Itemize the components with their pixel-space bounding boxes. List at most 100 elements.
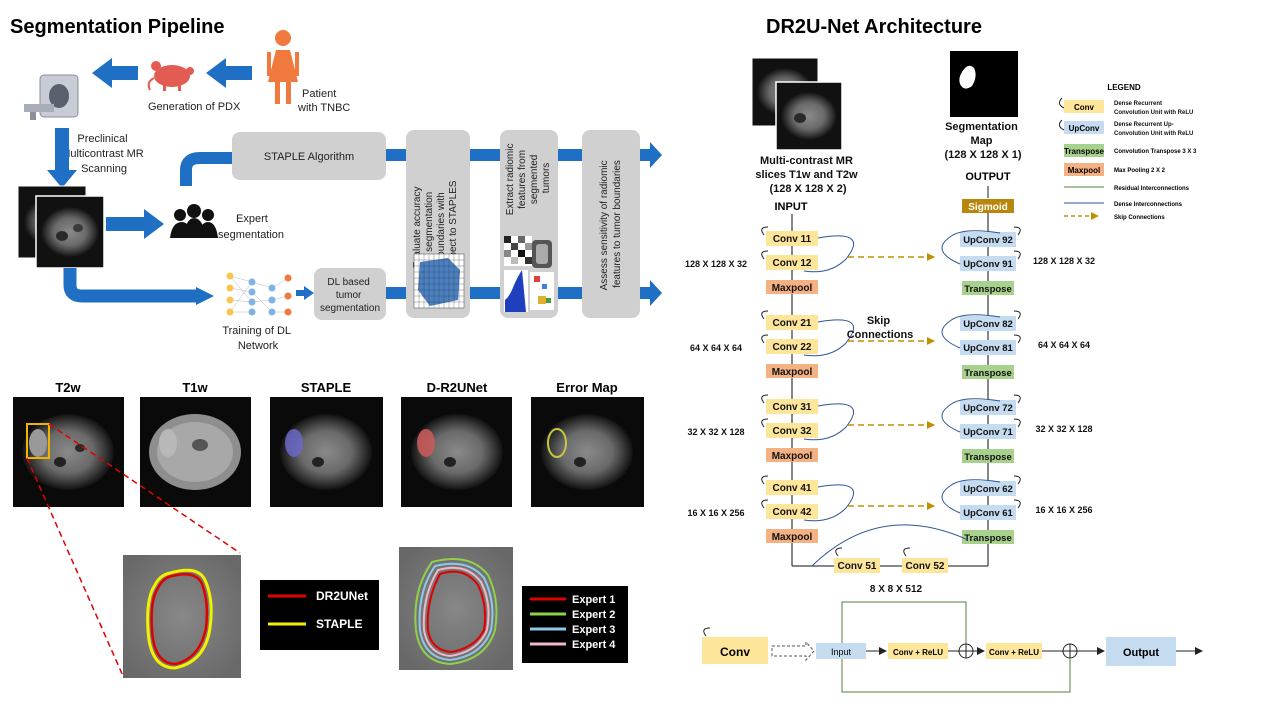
svg-text:Residual Interconnections: Residual Interconnections [1114, 186, 1190, 192]
dr2unet-image [401, 397, 512, 507]
error-map-image [531, 397, 644, 507]
neural-network-icon [226, 272, 292, 316]
sigmoid-label: Sigmoid [968, 202, 1007, 213]
segmentation-map-image [950, 51, 1018, 117]
svg-text:Expert 1: Expert 1 [572, 594, 615, 606]
enc-recurrent-a [761, 475, 769, 485]
assess-box [582, 130, 640, 318]
pdx-label: Generation of PDX [148, 101, 241, 113]
dec-upconv-a-box [960, 316, 1016, 331]
enc-recurrent-a [761, 394, 769, 404]
enc-maxpool-box [766, 529, 818, 543]
dec-dense-arc [941, 479, 1001, 514]
dec-recurrent-a [1013, 310, 1021, 320]
mouse-icon [147, 61, 194, 91]
dec-upconv-b-label: UpConv 81 [963, 343, 1013, 354]
training-label: Training of DL Network [222, 325, 293, 352]
enc-dim-label: 128 X 128 X 32 [685, 259, 747, 269]
conv-unit-detail: Conv Input Conv + ReLU Conv + ReLU Outpu… [702, 601, 1203, 693]
enc-recurrent-a [761, 226, 769, 236]
dec-transpose-label: Transpose [964, 452, 1012, 463]
legend-dr2unet-staple: DR2UNet STAPLE [260, 580, 379, 650]
bottleneck-residual-arc [811, 524, 969, 567]
arrow-mri-to-expert [106, 209, 164, 239]
input-mri-slices [751, 57, 843, 151]
mri-slice-stack [17, 185, 105, 269]
enc-recurrent-b [761, 334, 769, 344]
dec-recurrent-a [1013, 394, 1021, 404]
sigmoid-box [962, 199, 1014, 213]
svg-text:Transpose: Transpose [1064, 147, 1105, 156]
conv51-label: Conv 51 [838, 561, 877, 572]
mri-scanner-icon [24, 74, 79, 120]
image-label-staple: STAPLE [301, 380, 352, 395]
svg-text:Dense Interconnections: Dense Interconnections [1114, 202, 1183, 208]
enc-conv-a-label: Conv 11 [773, 234, 812, 245]
enc-conv-a-box [766, 480, 818, 495]
unit-conv-label: Conv [720, 645, 750, 659]
dec-upconv-b-box [960, 505, 1016, 520]
dec-dim-label: 64 X 64 X 64 [1038, 340, 1090, 350]
image-label-error-map: Error Map [556, 380, 617, 395]
svg-text:Expert 4: Expert 4 [572, 639, 616, 651]
enc-conv-b-label: Conv 42 [773, 507, 812, 518]
arrow-scanner-to-mri [47, 128, 77, 188]
dec-upconv-b-box [960, 340, 1016, 355]
dl-segmentation-label: DL based tumor segmentation [320, 277, 380, 314]
top-flow-arrowhead [650, 142, 662, 168]
svg-text:Conv: Conv [1074, 103, 1095, 112]
dec-dense-arc [941, 398, 1001, 433]
dec-transpose-box [962, 530, 1014, 544]
image-label-t2w: T2w [55, 380, 81, 395]
enc-dim-label: 64 X 64 X 64 [690, 343, 742, 353]
unit-conv-relu-2 [986, 643, 1042, 659]
zoom-line-1 [48, 423, 241, 554]
svg-text:Conv + ReLU: Conv + ReLU [989, 648, 1039, 657]
svg-text:LEGEND: LEGEND [1107, 83, 1141, 92]
mri-image-row: T2w T1w STAPLE D-R2UNet Error Map [13, 380, 644, 507]
enc-conv-b-label: Conv 12 [773, 258, 812, 269]
svg-text:Skip Connections: Skip Connections [1114, 215, 1165, 221]
svg-text:DR2UNet: DR2UNet [316, 589, 368, 603]
enc-dim-label: 16 X 16 X 256 [687, 508, 744, 518]
zoomed-tumor-dr2unet-vs-staple [123, 555, 241, 678]
dec-upconv-a-box [960, 481, 1016, 496]
dec-recurrent-b [1013, 250, 1021, 260]
dec-upconv-a-box [960, 232, 1016, 247]
enc-dense-arc [803, 403, 855, 441]
segmentation-caption: Segmentation Map (128 X 128 X 1) [944, 121, 1021, 161]
enc-maxpool-box [766, 448, 818, 462]
dec-upconv-a-label: UpConv 92 [963, 235, 1013, 246]
assess-label: Assess sensitivity of radiomic features … [599, 158, 623, 291]
input-caption: Multi-contrast MR slices T1w and T2w (12… [755, 155, 860, 195]
enc-maxpool-label: Maxpool [772, 451, 813, 462]
dec-upconv-a-label: UpConv 62 [963, 484, 1013, 495]
enc-recurrent-b [761, 418, 769, 428]
dec-recurrent-b [1013, 499, 1021, 509]
dec-transpose-box [962, 281, 1014, 295]
enc-conv-b-box [766, 255, 818, 270]
enc-conv-a-label: Conv 41 [773, 483, 812, 494]
dec-upconv-b-label: UpConv 71 [963, 427, 1013, 438]
dec-upconv-a-box [960, 400, 1016, 415]
dec-dense-arc [941, 314, 1001, 349]
dec-recurrent-a [1013, 226, 1021, 236]
expert-label: Expert segmentation [218, 213, 284, 241]
arrow-to-staple [180, 152, 232, 186]
radiomic-features-thumbnail [504, 236, 554, 312]
extract-label: Extract radiomic features from segmented… [505, 141, 552, 215]
dec-recurrent-b [1013, 418, 1021, 428]
legend-experts: Expert 1 Expert 2 Expert 3 Expert 4 [522, 586, 628, 663]
enc-maxpool-label: Maxpool [772, 283, 813, 294]
enc-conv-a-label: Conv 21 [773, 318, 812, 329]
dec-upconv-b-label: UpConv 91 [963, 259, 1013, 270]
enc-maxpool-label: Maxpool [772, 367, 813, 378]
image-label-t1w: T1w [182, 380, 208, 395]
enc-conv-a-box [766, 315, 818, 330]
svg-text:Max Pooling 2 X 2: Max Pooling 2 X 2 [1114, 168, 1166, 174]
dec-transpose-label: Transpose [964, 533, 1012, 544]
enc-recurrent-a [761, 310, 769, 320]
svg-text:Convolution Transpose 3 X 3: Convolution Transpose 3 X 3 [1114, 149, 1197, 155]
enc-maxpool-box [766, 364, 818, 378]
